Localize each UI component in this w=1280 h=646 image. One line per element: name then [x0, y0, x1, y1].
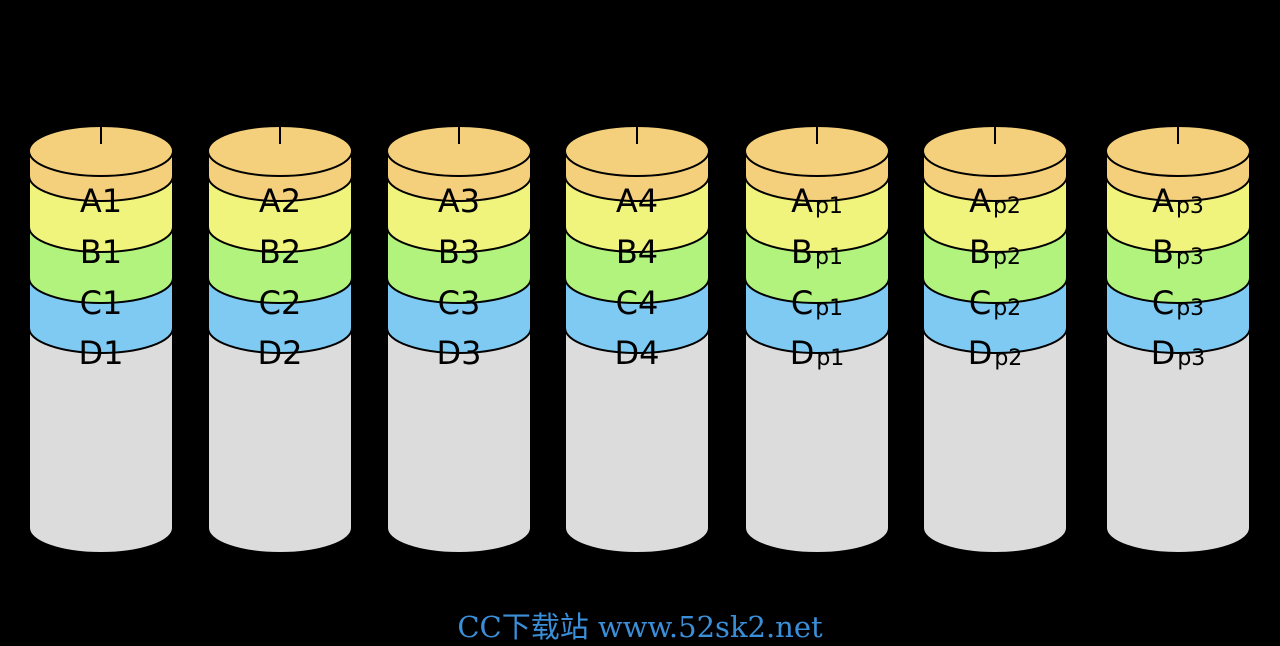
block-label: Bp1	[791, 233, 843, 271]
block-label-parity-subscript: p1	[816, 346, 844, 371]
block-label: Ap3	[1152, 182, 1204, 220]
block-label: C2	[259, 284, 302, 322]
block-label-base: C	[791, 284, 813, 322]
block-label-base: B3	[438, 233, 480, 271]
block-label-base: A4	[616, 182, 658, 220]
block-label-base: C	[1152, 284, 1174, 322]
block-label-base: C1	[80, 284, 123, 322]
block-label-parity-subscript: p1	[815, 245, 843, 270]
disk-empty-space	[207, 327, 353, 554]
disk-empty-space	[1105, 327, 1251, 554]
block-label-parity-subscript: p3	[1177, 346, 1205, 371]
disk-empty-space	[922, 327, 1068, 554]
block-label: C3	[438, 284, 481, 322]
block-label: Ap2	[969, 182, 1021, 220]
block-label: A2	[259, 182, 301, 220]
block-label: Cp1	[791, 284, 843, 322]
block-label: A1	[80, 182, 122, 220]
block-label: Dp1	[790, 334, 845, 372]
block-label-parity-subscript: p2	[993, 194, 1021, 219]
block-label: A3	[438, 182, 480, 220]
block-label-base: B	[1152, 233, 1174, 271]
block-label-base: A1	[80, 182, 122, 220]
block-label-parity-subscript: p2	[993, 296, 1021, 321]
block-label-base: D1	[79, 334, 124, 372]
block-label-parity-subscript: p3	[1176, 194, 1204, 219]
block-label-base: B2	[259, 233, 301, 271]
block-label-base: B4	[616, 233, 658, 271]
block-label: D2	[258, 334, 303, 372]
block-label: Bp3	[1152, 233, 1204, 271]
block-label-base: D	[790, 334, 815, 372]
block-label-parity-subscript: p2	[993, 245, 1021, 270]
block-label: B4	[616, 233, 658, 271]
block-label-base: A	[969, 182, 991, 220]
block-label: B1	[80, 233, 122, 271]
block-label: Ap1	[791, 182, 843, 220]
block-label: C1	[80, 284, 123, 322]
block-label-parity-subscript: p3	[1176, 245, 1204, 270]
block-label: A4	[616, 182, 658, 220]
block-label: D3	[437, 334, 482, 372]
block-label-base: C4	[616, 284, 659, 322]
disk-empty-space	[386, 327, 532, 554]
block-label-base: D4	[615, 334, 660, 372]
block-label: Cp2	[969, 284, 1021, 322]
block-label-base: C3	[438, 284, 481, 322]
block-label-base: A	[791, 182, 813, 220]
block-label-base: C	[969, 284, 991, 322]
block-label: D1	[79, 334, 124, 372]
block-label-base: B	[969, 233, 991, 271]
watermark-text: CC下载站 www.52sk2.net	[457, 610, 823, 644]
disk-empty-space	[564, 327, 710, 554]
block-label-base: D	[968, 334, 993, 372]
block-label-base: A	[1152, 182, 1174, 220]
block-label: Dp2	[968, 334, 1023, 372]
block-label-parity-subscript: p3	[1176, 296, 1204, 321]
block-label-parity-subscript: p2	[994, 346, 1022, 371]
disk-empty-space	[744, 327, 890, 554]
block-label-base: D	[1151, 334, 1176, 372]
block-label-base: B	[791, 233, 813, 271]
block-label-base: A2	[259, 182, 301, 220]
block-label-base: A3	[438, 182, 480, 220]
block-label: B3	[438, 233, 480, 271]
block-label-parity-subscript: p1	[815, 194, 843, 219]
block-label: Bp2	[969, 233, 1021, 271]
block-label: B2	[259, 233, 301, 271]
block-label-base: D2	[258, 334, 303, 372]
block-label-base: D3	[437, 334, 482, 372]
block-label: C4	[616, 284, 659, 322]
block-label: Cp3	[1152, 284, 1204, 322]
disk-empty-space	[28, 327, 174, 554]
block-label-base: C2	[259, 284, 302, 322]
block-label-parity-subscript: p1	[815, 296, 843, 321]
block-label-base: B1	[80, 233, 122, 271]
block-label: Dp3	[1151, 334, 1206, 372]
block-label: D4	[615, 334, 660, 372]
